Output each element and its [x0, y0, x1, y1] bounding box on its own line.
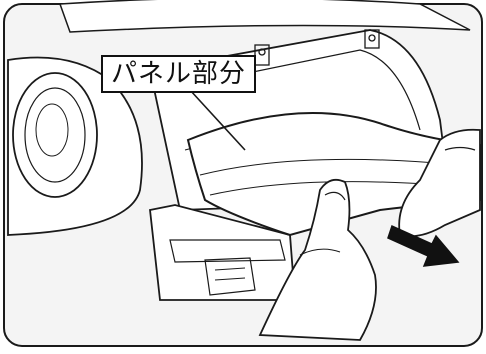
- pull-direction-arrow: [387, 224, 460, 267]
- callout-leader: [189, 89, 246, 151]
- right-hand: [398, 128, 481, 238]
- glovebox-body: [149, 204, 296, 301]
- air-vent-left: [7, 56, 143, 236]
- panel-callout-label: パネル部分: [101, 55, 257, 93]
- dashboard-top: [58, 0, 471, 33]
- left-hand: [258, 178, 377, 341]
